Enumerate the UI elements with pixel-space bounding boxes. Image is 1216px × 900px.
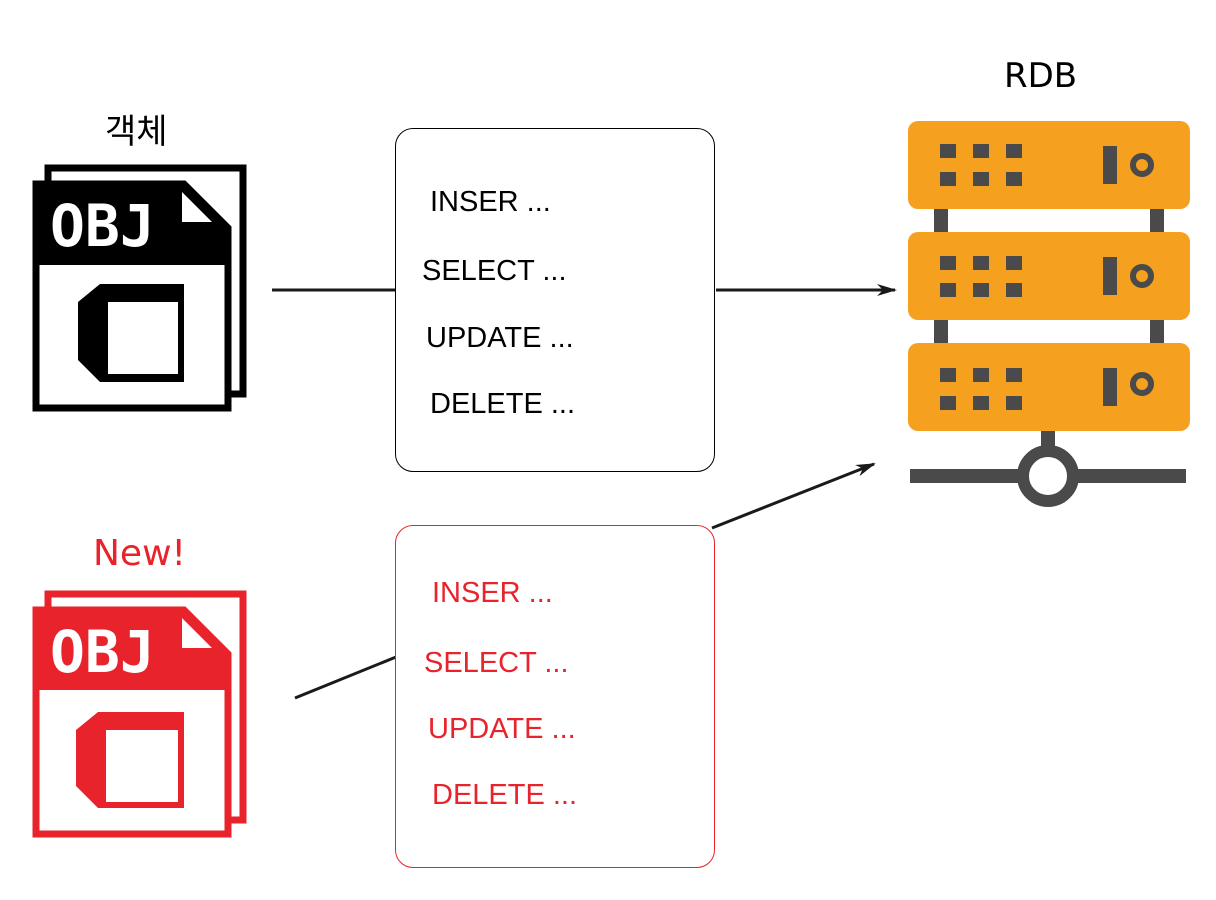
network-line-right [1076, 469, 1186, 483]
new-sql-insert: INSER ... [432, 577, 553, 609]
rdb-label: RDB [1004, 56, 1078, 96]
new-sql-update: UPDATE ... [428, 713, 576, 745]
new-object-label: New! [93, 533, 186, 574]
new-sql-select: SELECT ... [424, 647, 569, 679]
sql-delete: DELETE ... [430, 388, 576, 420]
new-sql-statements-box [395, 525, 715, 868]
network-node-icon [1017, 445, 1079, 507]
new-cube-icon [76, 712, 184, 808]
sql-statements-box [395, 128, 715, 472]
sql-update: UPDATE ... [426, 322, 574, 354]
new-object-to-sql-line [294, 655, 397, 700]
obj-file-label: OBJ [50, 192, 155, 260]
sql-select: SELECT ... [422, 255, 567, 287]
cube-icon [78, 284, 184, 382]
server-unit-2 [908, 232, 1190, 320]
new-sql-delete: DELETE ... [432, 779, 578, 811]
sql-insert: INSER ... [430, 186, 551, 218]
new-obj-file-label: OBJ [50, 618, 155, 686]
new-sql-to-rdb-arrow [711, 462, 876, 530]
server-unit-1 [908, 121, 1190, 209]
object-label: 객체 [105, 112, 168, 152]
server-unit-3 [908, 343, 1190, 431]
network-line-left [910, 469, 1020, 483]
